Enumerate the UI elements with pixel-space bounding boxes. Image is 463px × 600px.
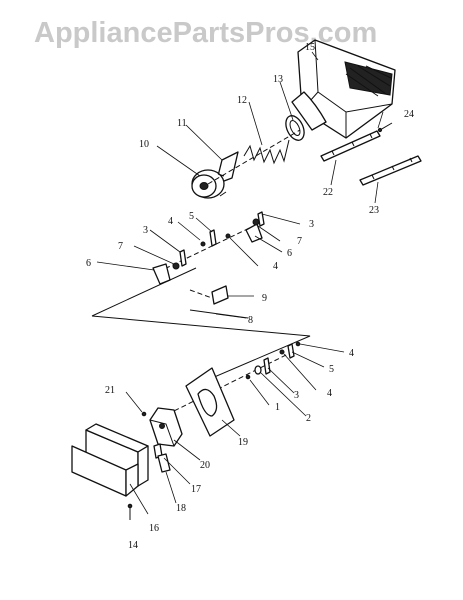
callout-1: 1 [275, 402, 280, 413]
callout-6-upper-left: 6 [86, 258, 91, 269]
callout-12: 12 [237, 95, 247, 106]
callout-18: 18 [176, 503, 186, 514]
callout-labels: 15 13 12 11 10 24 22 23 3 4 5 3 7 7 6 6 … [86, 42, 414, 551]
motor-housing-part-20 [149, 407, 183, 447]
callout-3-upper-left: 3 [143, 225, 148, 236]
callout-22: 22 [323, 187, 333, 198]
ice-bucket-part-15 [291, 39, 396, 139]
callout-4-lower-far: 4 [349, 348, 354, 359]
callout-8: 8 [248, 315, 253, 326]
callout-23: 23 [369, 205, 379, 216]
callout-3-lower: 3 [294, 390, 299, 401]
callout-24: 24 [404, 109, 414, 120]
callout-15: 15 [305, 42, 315, 53]
washer-part-4-lower [279, 349, 285, 355]
pin-part-3-lower [263, 357, 271, 375]
callout-14: 14 [128, 540, 138, 551]
sleeve-part-9 [211, 285, 229, 305]
upper-shaft-axis [207, 129, 301, 185]
sleeve-axis [189, 289, 213, 299]
screw-part-14 [127, 503, 133, 520]
clip-part-7-right [252, 218, 260, 226]
callout-2: 2 [306, 413, 311, 424]
callout-19: 19 [238, 437, 248, 448]
ring-part-13 [285, 115, 305, 141]
callout-3-upper-right: 3 [309, 219, 314, 230]
callout-21: 21 [105, 385, 115, 396]
callout-5-lower: 5 [329, 364, 334, 375]
callout-5-upper: 5 [189, 211, 194, 222]
gasket-part-19 [185, 367, 235, 437]
spring-part-12 [243, 139, 290, 165]
callout-7-upper-right: 7 [297, 236, 302, 247]
rail-part-23 [359, 155, 422, 186]
callout-16: 16 [149, 523, 159, 534]
pin-part-3-right [257, 211, 265, 227]
callout-20: 20 [200, 460, 210, 471]
motor-cover-part-16 [71, 423, 149, 497]
rail-part-22 [320, 130, 381, 162]
rod-part-8 [91, 267, 311, 385]
pin-part-3-left [179, 249, 187, 267]
callout-17: 17 [191, 484, 201, 495]
lower-shaft-axis [159, 349, 297, 419]
callout-6-upper-right: 6 [287, 248, 292, 259]
leader-lines [96, 51, 384, 515]
tab-part-18 [157, 453, 171, 473]
clip-part-7-left [172, 262, 180, 270]
callout-13: 13 [273, 74, 283, 85]
callout-10: 10 [139, 139, 149, 150]
callout-4-upper-left: 4 [168, 216, 173, 227]
pin-part-1 [245, 374, 251, 380]
screw-part-21 [141, 411, 147, 417]
pin-part-5-lower [287, 343, 295, 359]
washer-part-4-right [225, 233, 231, 239]
pin-part-5-upper [209, 229, 217, 247]
screw-part-24 [377, 122, 393, 133]
washer-part-4-left [200, 241, 206, 247]
callout-4-upper-right: 4 [273, 261, 278, 272]
callout-9: 9 [262, 293, 267, 304]
callout-4-lower: 4 [327, 388, 332, 399]
callout-7-upper-left: 7 [118, 241, 123, 252]
washer-part-2 [254, 365, 262, 375]
callout-11: 11 [177, 118, 187, 129]
washer-part-4-far [295, 341, 301, 347]
wheel-part-10 [191, 169, 227, 199]
